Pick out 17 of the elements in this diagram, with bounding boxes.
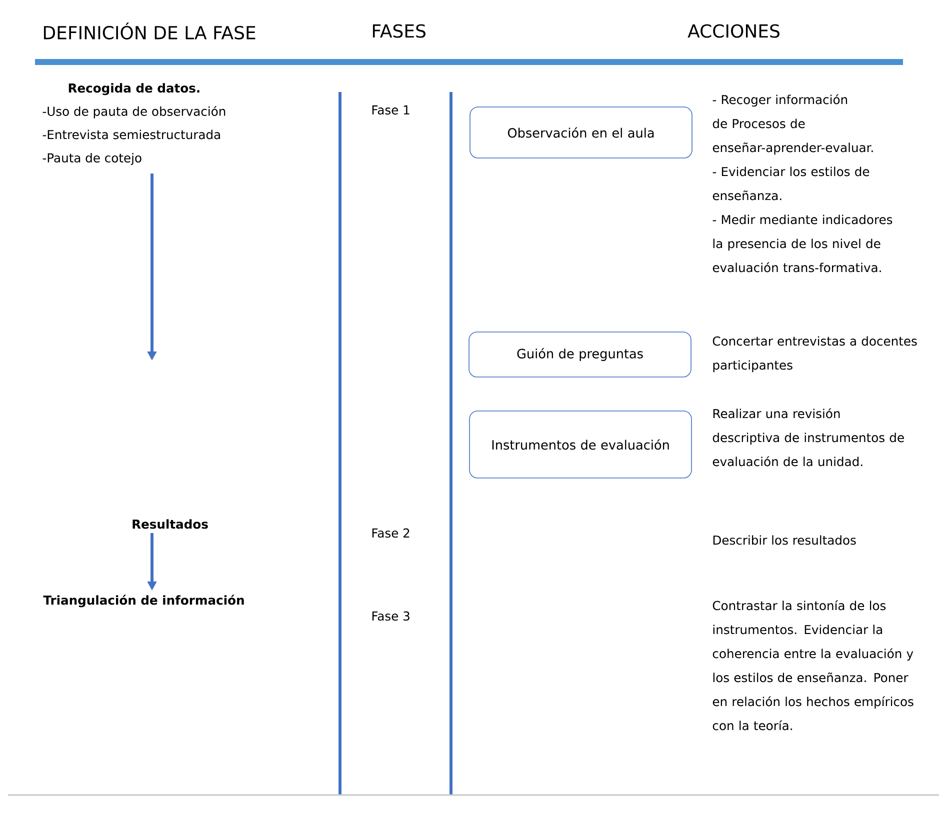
- action-text: Concertar entrevistas a docentes participantes: [712, 336, 917, 372]
- action-text: - Recoger información de Procesos de enseñar-aprender-evaluar. - Evidenciar los estilos de enseñanza. - Medir mediante indicadores la presencia de los nivel de evaluación trans-formativa.: [712, 94, 892, 272]
- process-box: Guión de preguntas: [468, 332, 692, 378]
- action-text: Contrastar la sintonía de los instrumentos. Evidenciar la coherencia entre la evaluación y los estilos de enseñanza. Poner en relación los hechos empíricos con la teoría.: [712, 600, 914, 730]
- step-text: Triangulación de información: [43, 594, 244, 608]
- column-heading: FASES: [372, 24, 426, 38]
- column-heading: ACCIONES: [688, 24, 780, 38]
- column-heading: DEFINICIÓN DE LA FASE: [44, 22, 256, 40]
- action-text: Realizar una revisión descriptiva de instrumentos de evaluación de la unidad.: [712, 408, 904, 466]
- process-box: Instrumentos de evaluación: [469, 410, 692, 478]
- action-text: Describir los resultados: [713, 535, 856, 545]
- step-text: Recogida de datos. -Uso de pauta de observación -Entrevista semiestructurada -Pauta de cotejo: [42, 83, 226, 165]
- phase-label: Fase 3: [372, 611, 410, 621]
- process-box: Observación en el aula: [470, 106, 692, 158]
- phase-label: Fase 1: [372, 105, 410, 115]
- step-text: Resultados: [132, 519, 208, 529]
- phase-label: Fase 2: [372, 528, 410, 538]
